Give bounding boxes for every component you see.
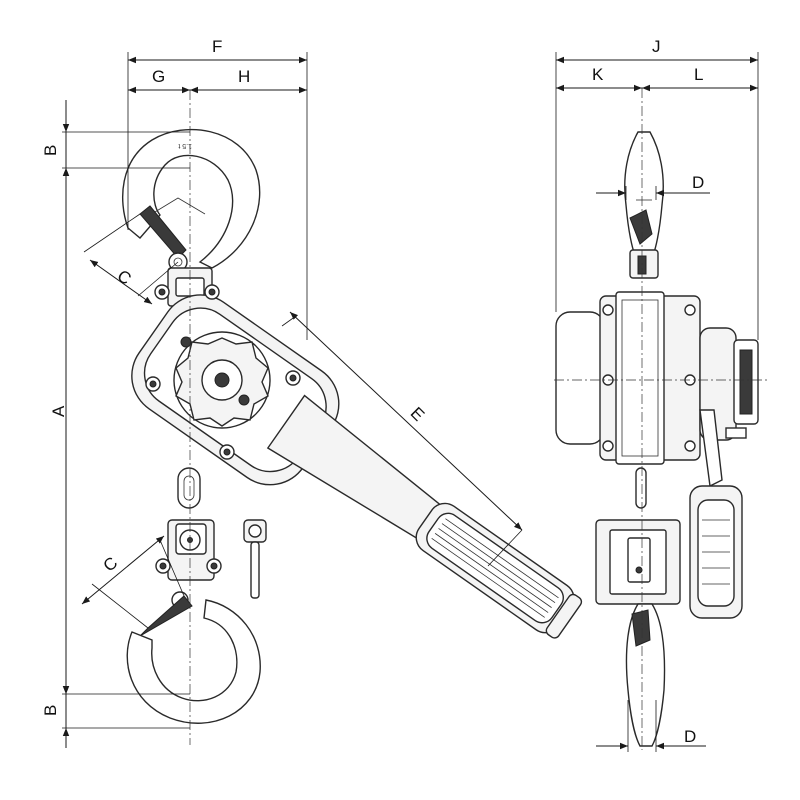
label-D-bottom: D (684, 727, 696, 746)
side-body (555, 291, 759, 465)
label-C-bottom: C (100, 553, 122, 575)
dim-J: J (555, 37, 759, 340)
side-view: J K L D D (554, 37, 770, 752)
chain-link (177, 467, 201, 509)
dim-D-bottom: D (596, 700, 706, 752)
hook-capacity-marking: 1.5 t (178, 142, 192, 149)
dim-K-L: K L (556, 65, 758, 92)
side-top-hook (624, 131, 664, 279)
bottom-hook (126, 519, 261, 724)
label-K: K (592, 65, 604, 84)
front-view: 1.5 t (41, 37, 583, 748)
label-L: L (694, 65, 703, 84)
label-B-top: B (41, 145, 60, 156)
label-C-top: C (114, 266, 135, 289)
label-D-top: D (692, 173, 704, 192)
side-bottom-hook (595, 519, 681, 747)
dim-D-top: D (596, 173, 710, 200)
dim-F: F (127, 37, 308, 340)
dim-B-top: B (41, 112, 190, 188)
top-hook: 1.5 t (122, 128, 261, 307)
side-lever (689, 409, 743, 619)
loose-pin (243, 519, 267, 599)
label-H: H (238, 67, 250, 86)
dim-B-bottom: B (41, 674, 190, 748)
label-G: G (152, 67, 165, 86)
dim-G-H: G H (128, 67, 307, 94)
label-J: J (652, 37, 661, 56)
label-B-bottom: B (41, 705, 60, 716)
label-A: A (49, 405, 68, 417)
label-F: F (212, 37, 222, 56)
dim-A: A (49, 100, 70, 745)
label-E: E (407, 403, 428, 424)
ratchet-hub (173, 331, 271, 429)
side-chain-link (635, 467, 647, 509)
